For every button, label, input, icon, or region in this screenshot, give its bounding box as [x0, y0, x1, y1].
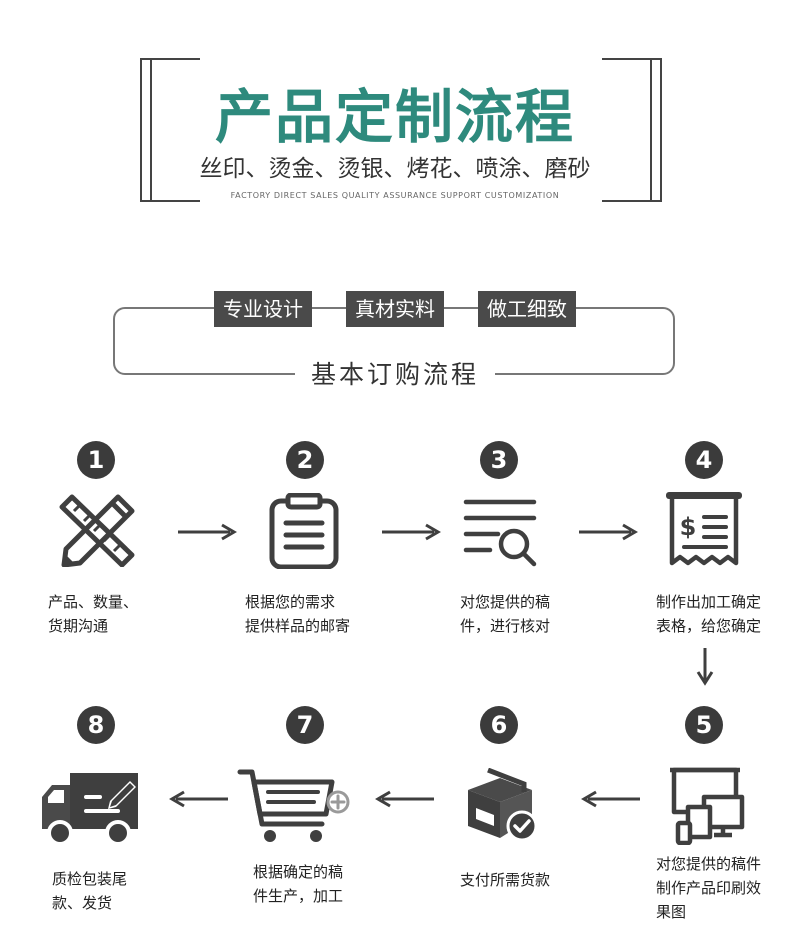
step-8-number: 8 — [77, 706, 115, 744]
arrow-left-2-icon — [375, 790, 434, 808]
step-8-caption: 质检包装尾 款、发货 — [52, 870, 128, 912]
arrow-left-3-icon — [169, 790, 228, 808]
tag-material: 真材实料 — [346, 291, 444, 327]
clipboard-icon — [269, 493, 339, 569]
step-1-caption: 产品、数量、 货期沟通 — [48, 593, 139, 635]
step-1-number: 1 — [77, 441, 115, 479]
page-subtitle: 丝印、烫金、烫银、烤花、喷涂、磨砂 — [199, 156, 591, 182]
search-list-icon — [463, 499, 537, 567]
step-6-number: 6 — [480, 706, 518, 744]
section-title: 基本订购流程 — [294, 358, 495, 392]
step-4-caption: 制作出加工确定 表格，给您确定 — [656, 593, 762, 635]
step-4-number: 4 — [685, 441, 723, 479]
arrow-right-2-icon — [382, 523, 441, 541]
tagline: FACTORY DIRECT SALES QUALITY ASSURANCE S… — [230, 191, 560, 200]
devices-icon — [670, 767, 745, 845]
step-2-caption: 根据您的需求 提供样品的邮寄 — [245, 593, 351, 635]
box-check-icon — [468, 768, 538, 842]
step-3-number: 3 — [480, 441, 518, 479]
feature-tags: 专业设计 真材实料 做工细致 — [0, 291, 790, 327]
arrow-left-1-icon — [581, 790, 640, 808]
receipt-dollar-icon: $ — [666, 492, 742, 566]
arrow-down-icon — [696, 648, 714, 686]
page-title: 产品定制流程 — [214, 83, 575, 151]
pencil-ruler-icon — [59, 494, 135, 567]
step-6-caption: 支付所需货款 — [460, 871, 551, 889]
step-3-caption: 对您提供的稿 件，进行核对 — [460, 593, 551, 635]
arrow-right-1-icon — [178, 523, 237, 541]
delivery-truck-icon — [42, 773, 138, 846]
step-5-number: 5 — [685, 706, 723, 744]
cart-add-icon — [237, 769, 350, 842]
step-7-caption: 根据确定的稿 件生产，加工 — [253, 863, 344, 905]
tag-design: 专业设计 — [214, 291, 312, 327]
arrow-right-3-icon — [579, 523, 638, 541]
header-bracket-left — [140, 58, 200, 202]
step-2-number: 2 — [286, 441, 324, 479]
header-bracket-right — [602, 58, 662, 202]
step-5-caption: 对您提供的稿件 制作产品印刷效 果图 — [656, 855, 762, 921]
step-7-number: 7 — [286, 706, 324, 744]
svg-text:$: $ — [680, 513, 697, 541]
tag-workmanship: 做工细致 — [478, 291, 576, 327]
